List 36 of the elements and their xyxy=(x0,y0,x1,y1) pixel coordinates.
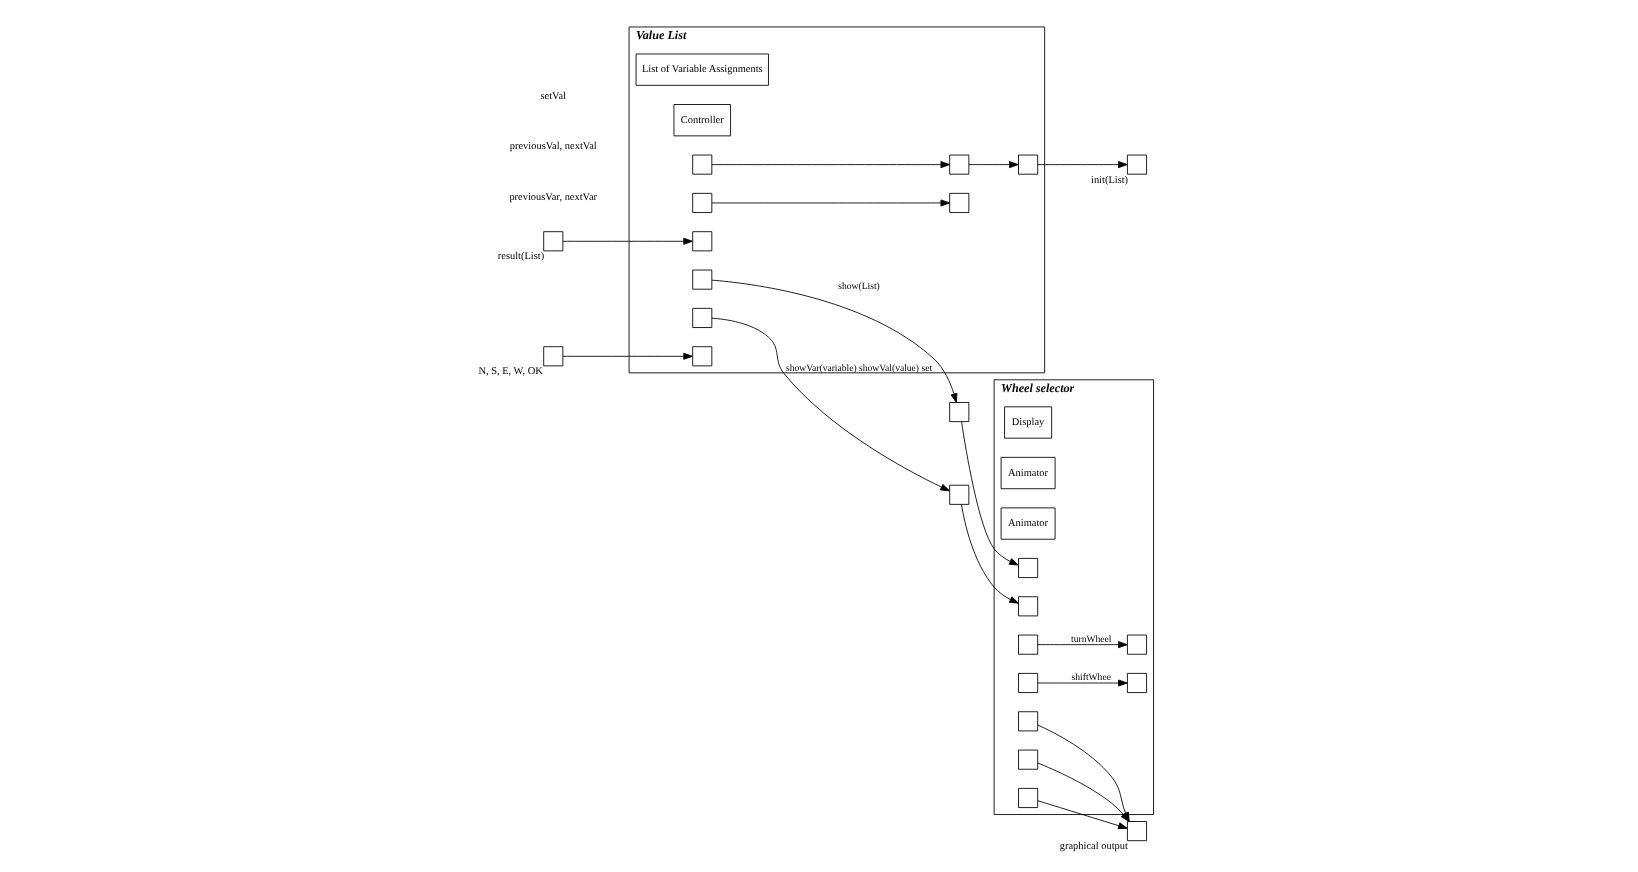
arrow xyxy=(711,279,958,403)
arrow xyxy=(961,504,1019,604)
node-box xyxy=(949,192,970,213)
node-box xyxy=(949,484,970,505)
node-box xyxy=(1018,711,1039,732)
node-box xyxy=(1018,154,1039,175)
node-box xyxy=(949,154,970,175)
node-box xyxy=(692,346,713,367)
node-box xyxy=(1018,787,1039,808)
node-box xyxy=(692,154,713,175)
node-box xyxy=(1126,821,1147,842)
arrow xyxy=(711,317,950,492)
node-box xyxy=(1126,154,1147,175)
node-box xyxy=(543,346,564,367)
arrow xyxy=(711,161,951,169)
node-box xyxy=(1018,557,1039,578)
node-box xyxy=(1018,596,1039,617)
node-box xyxy=(1018,634,1039,655)
arrow xyxy=(1037,641,1128,649)
node-box xyxy=(1126,672,1147,693)
node-box xyxy=(543,231,564,252)
node-box xyxy=(949,402,970,423)
node-box xyxy=(1018,672,1039,693)
arrow xyxy=(1037,679,1128,687)
node-box xyxy=(692,192,713,213)
arrow xyxy=(961,421,1019,566)
node-box xyxy=(692,307,713,328)
arrow xyxy=(562,352,693,360)
arrow xyxy=(1037,161,1128,169)
arrow xyxy=(968,161,1019,169)
arrow xyxy=(562,237,693,245)
node-box xyxy=(692,269,713,290)
node-box xyxy=(1018,749,1039,770)
node-box xyxy=(692,231,713,252)
node-box xyxy=(1126,634,1147,655)
arrow xyxy=(711,199,951,207)
